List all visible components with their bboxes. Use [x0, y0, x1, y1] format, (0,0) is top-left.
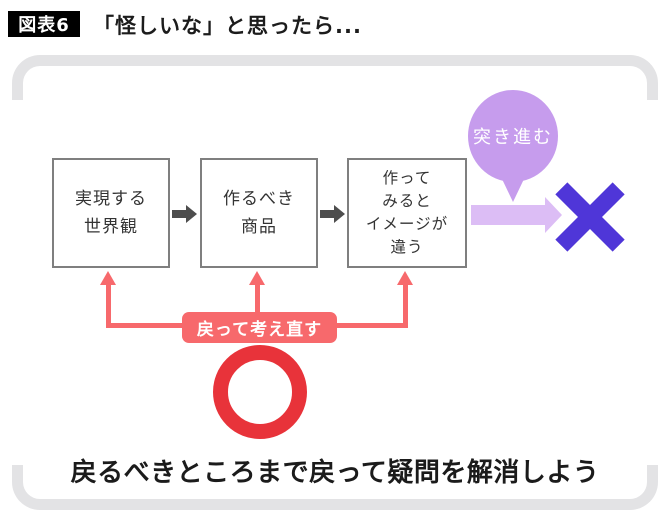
- flow-box-worldview-label: 実現する 世界観: [75, 188, 147, 237]
- back-label-text: 戻って考え直す: [196, 320, 323, 340]
- speech-bubble-tail: [502, 179, 524, 202]
- right-arrow-body: [320, 210, 334, 218]
- frame-bottom-bracket: [12, 465, 658, 510]
- flow-box-product: 作るべき 商品: [200, 158, 318, 268]
- right-arrow-icon: [172, 205, 197, 223]
- push-forward-arrow-head: [545, 197, 562, 233]
- push-forward-arrow-body: [471, 205, 545, 225]
- o-mark-icon: [213, 345, 307, 439]
- x-mark-icon: [561, 187, 619, 247]
- back-up-arrowhead-icon: [249, 271, 265, 285]
- flow-box-image-mismatch: 作って みると イメージが 違う: [347, 158, 467, 268]
- conclusion-text: 戻るべきところまで戻って疑問を解消しよう: [70, 458, 600, 488]
- right-arrow-body: [172, 210, 186, 218]
- right-arrow-head: [334, 205, 345, 223]
- figure-number-badge: 図表6: [8, 11, 80, 37]
- back-connector-line: [255, 284, 260, 328]
- flow-box-product-label: 作るべき 商品: [223, 188, 295, 237]
- back-label: 戻って考え直す: [182, 312, 337, 343]
- push-forward-arrow-icon: [471, 197, 563, 233]
- figure-title: 「怪しいな」と思ったら...: [93, 14, 362, 38]
- right-arrow-icon: [320, 205, 345, 223]
- back-up-arrowhead-icon: [397, 271, 413, 285]
- push-forward-bubble: 突き進む: [468, 90, 558, 182]
- right-arrow-head: [186, 205, 197, 223]
- flow-box-image-mismatch-label: 作って みると イメージが 違う: [365, 168, 449, 257]
- back-connector-line: [106, 284, 111, 328]
- back-connector-line: [403, 284, 408, 328]
- push-forward-bubble-label: 突き進む: [473, 127, 553, 148]
- frame-top-bracket: [12, 55, 658, 100]
- back-up-arrowhead-icon: [100, 271, 116, 285]
- flow-box-worldview: 実現する 世界観: [52, 158, 170, 268]
